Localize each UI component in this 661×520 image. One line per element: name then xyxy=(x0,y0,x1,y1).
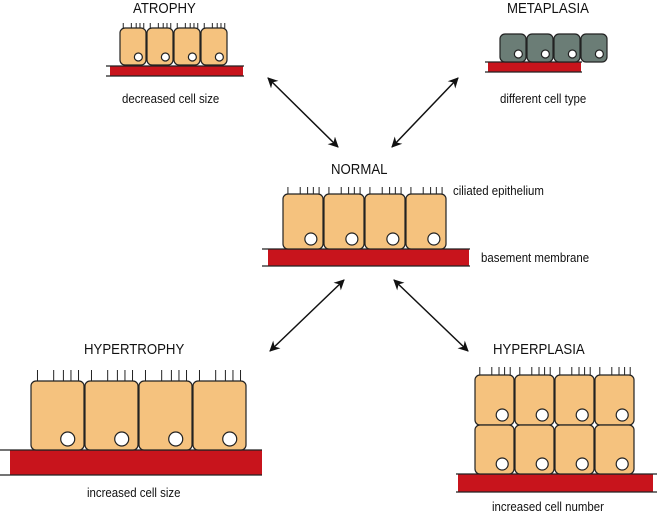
hyperplasia-nucleus xyxy=(615,457,629,471)
hypertrophy-caption: increased cell size xyxy=(87,485,181,500)
hypertrophy-basement-membrane xyxy=(10,450,262,475)
atrophy-nucleus xyxy=(214,52,224,62)
normal-cell xyxy=(405,187,447,250)
hypertrophy-cilia xyxy=(198,370,242,381)
hyperplasia-panel xyxy=(456,367,657,493)
normal-nucleus xyxy=(345,232,359,246)
hypertrophy-cell-body xyxy=(192,380,247,451)
metaplasia-cell-body xyxy=(580,33,608,63)
normal-nucleus xyxy=(427,232,441,246)
hypertrophy-cell-body xyxy=(84,380,139,451)
atrophy-cell xyxy=(119,23,147,66)
metaplasia-title: METAPLASIA xyxy=(507,0,589,17)
normal-cilia xyxy=(287,187,320,194)
metaplasia-nucleus xyxy=(567,49,577,59)
metaplasia-caption: different cell type xyxy=(500,91,587,106)
hyperplasia-nucleus xyxy=(535,408,549,422)
normal-cilia xyxy=(369,187,402,194)
normal-cilia xyxy=(328,187,361,194)
normal-nucleus xyxy=(304,232,318,246)
normal-title: NORMAL xyxy=(331,161,388,178)
hypertrophy-cilia xyxy=(144,370,188,381)
hypertrophy-cell xyxy=(138,370,193,451)
arrows xyxy=(267,77,469,352)
arrow-normal-atrophy xyxy=(267,77,339,148)
normal-membrane-label: basement membrane xyxy=(481,250,590,265)
hyperplasia-cell xyxy=(594,367,635,426)
hyperplasia-cilia xyxy=(479,367,511,375)
hypertrophy-nucleus xyxy=(60,431,76,447)
hypertrophy-cell xyxy=(84,370,139,451)
hyperplasia-nucleus xyxy=(615,408,629,422)
atrophy-caption: decreased cell size xyxy=(122,91,220,106)
atrophy-basement-membrane xyxy=(110,66,243,76)
hyperplasia-cell xyxy=(474,424,515,475)
atrophy-title: ATROPHY xyxy=(133,0,196,17)
metaplasia-basement-membrane xyxy=(488,62,581,72)
hypertrophy-cilia xyxy=(90,370,134,381)
hypertrophy-nucleus xyxy=(222,431,238,447)
hypertrophy-nucleus xyxy=(114,431,130,447)
hyperplasia-caption: increased cell number xyxy=(492,499,604,514)
hypertrophy-nucleus xyxy=(168,431,184,447)
normal-cell xyxy=(282,187,324,250)
hyperplasia-cell xyxy=(474,367,515,426)
atrophy-cilia xyxy=(122,23,145,28)
atrophy-cilia xyxy=(203,23,226,28)
hyperplasia-cilia xyxy=(599,367,631,375)
atrophy-panel xyxy=(106,23,244,77)
metaplasia-cell xyxy=(526,33,554,63)
atrophy-cilia xyxy=(176,23,199,28)
atrophy-nucleus xyxy=(160,52,170,62)
hyperplasia-cell xyxy=(554,367,595,426)
normal-basement-membrane xyxy=(268,249,469,266)
metaplasia-cell xyxy=(499,33,527,63)
hyperplasia-cell xyxy=(514,367,555,426)
metaplasia-cell-body xyxy=(553,33,581,63)
hyperplasia-nucleus xyxy=(575,408,589,422)
atrophy-nucleus xyxy=(187,52,197,62)
hypertrophy-title: HYPERTROPHY xyxy=(84,341,185,358)
metaplasia-cell xyxy=(580,33,608,63)
hypertrophy-cell-body xyxy=(30,380,85,451)
hypertrophy-panel xyxy=(0,370,262,476)
hyperplasia-cell xyxy=(594,424,635,475)
atrophy-cell xyxy=(146,23,174,66)
metaplasia-nucleus xyxy=(513,49,523,59)
arrow-normal-hyperplasia xyxy=(393,279,469,352)
atrophy-cell xyxy=(173,23,201,66)
hyperplasia-cell xyxy=(554,424,595,475)
metaplasia-cell xyxy=(553,33,581,63)
arrow-normal-hypertrophy xyxy=(269,279,345,352)
atrophy-cilia xyxy=(149,23,172,28)
hyperplasia-nucleus xyxy=(535,457,549,471)
metaplasia-panel xyxy=(485,33,608,73)
hyperplasia-nucleus xyxy=(495,457,509,471)
normal-cilia-label: ciliated epithelium xyxy=(453,183,544,198)
metaplasia-cell-body xyxy=(499,33,527,63)
normal-nucleus xyxy=(386,232,400,246)
arrow-normal-metaplasia xyxy=(391,77,459,148)
atrophy-nucleus xyxy=(133,52,143,62)
hyperplasia-nucleus xyxy=(575,457,589,471)
normal-cell xyxy=(323,187,365,250)
hypertrophy-cilia xyxy=(36,370,80,381)
atrophy-cell xyxy=(200,23,228,66)
hyperplasia-basement-membrane xyxy=(458,474,653,492)
hyperplasia-cilia xyxy=(519,367,551,375)
hypertrophy-cell xyxy=(192,370,247,451)
hypertrophy-cell xyxy=(30,370,85,451)
metaplasia-nucleus xyxy=(540,49,550,59)
metaplasia-nucleus xyxy=(594,49,604,59)
hyperplasia-nucleus xyxy=(495,408,509,422)
metaplasia-cell-body xyxy=(526,33,554,63)
normal-panel xyxy=(262,187,470,267)
hyperplasia-cilia xyxy=(559,367,591,375)
hypertrophy-cell-body xyxy=(138,380,193,451)
hyperplasia-cell xyxy=(514,424,555,475)
normal-cilia xyxy=(410,187,443,194)
normal-cell xyxy=(364,187,406,250)
hyperplasia-title: HYPERPLASIA xyxy=(493,341,585,358)
